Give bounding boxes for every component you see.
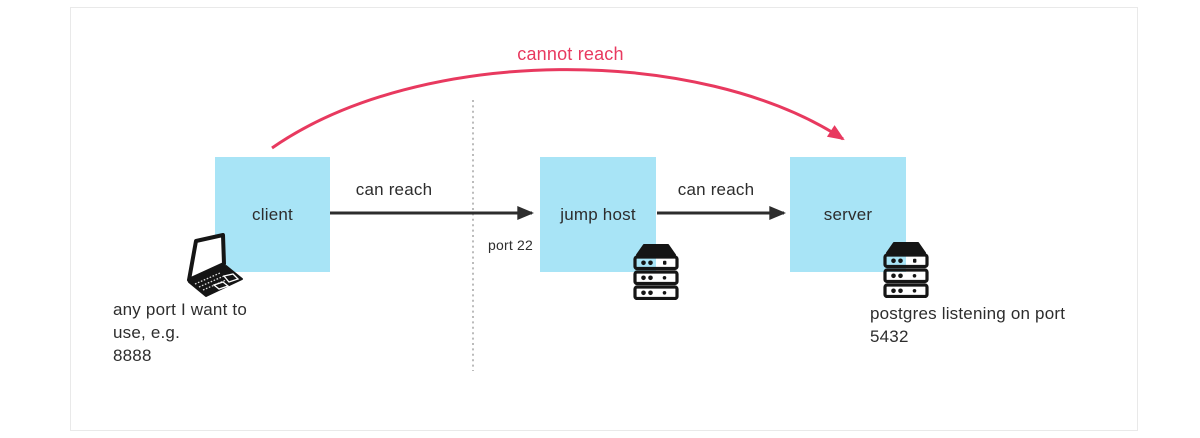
note-line: use, e.g. [113,323,181,342]
server-rack-icon [633,244,679,300]
can-reach-label-2: can reach [677,180,755,199]
note-line: 8888 [113,346,152,365]
note-line: any port I want to [113,300,248,319]
node-server-label: server [823,204,873,224]
port-22-label: port 22 [488,237,533,253]
client-port-note: any port I want to use, e.g. 8888 [113,298,247,367]
note-line: 5432 [870,327,909,346]
node-client-label: client [252,204,293,224]
node-client: client [215,157,330,272]
can-reach-label-1: can reach [355,180,433,199]
server-rack-icon [883,242,929,298]
node-jump-host: jump host [540,157,656,272]
node-jump-host-label: jump host [560,204,636,224]
note-line: postgres listening on port [870,304,1066,323]
server-postgres-note: postgres listening on port 5432 [870,302,1065,348]
cannot-reach-label: cannot reach [517,44,624,64]
laptop-icon [187,233,243,297]
